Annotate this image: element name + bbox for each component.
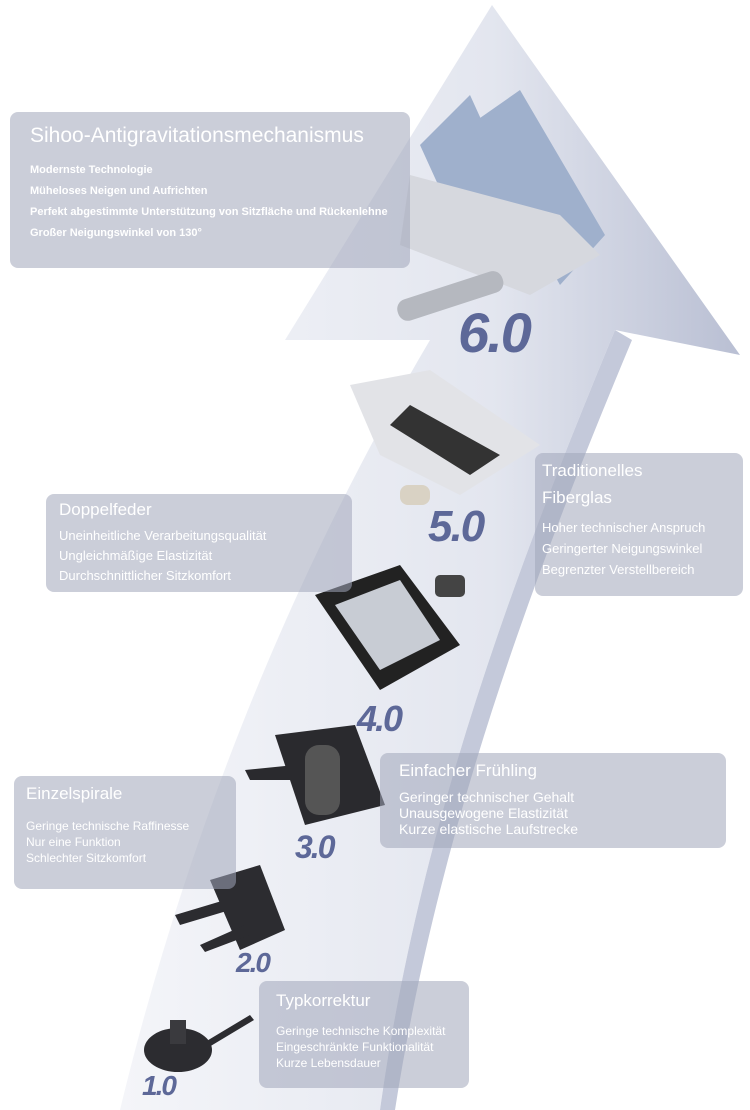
level-number: 2.0 — [236, 947, 271, 978]
feature-item: Durchschnittlicher Sitzkomfort — [59, 568, 231, 583]
basic-plate-mechanism-image — [144, 1015, 254, 1072]
level-card-4: Doppelfeder Uneinheitliche Verarbeitungs… — [46, 494, 352, 592]
feature-item: Schlechter Sitzkomfort — [26, 851, 147, 865]
single-spring-mechanism-image — [245, 725, 385, 825]
double-spring-mechanism-image — [315, 565, 465, 690]
level-number: 3.0 — [295, 829, 336, 865]
feature-item: Kurze elastische Laufstrecke — [399, 821, 578, 837]
card-title: Traditionelles Fiberglas — [542, 461, 643, 507]
feature-item: Hoher technischer Anspruch — [542, 520, 706, 535]
level-card-5: Traditionelles Fiberglas Hoher technisch… — [535, 453, 743, 596]
feature-item: Müheloses Neigen und Aufrichten — [30, 185, 208, 197]
feature-item: Nur eine Funktion — [26, 835, 121, 849]
feature-item: Eingeschränkte Funktionalität — [276, 1040, 434, 1054]
level-number: 6.0 — [458, 301, 532, 364]
feature-item: Uneinheitliche Verarbeitungsqualität — [59, 528, 267, 543]
card-title: Sihoo-Antigravitationsmechanismus — [30, 124, 364, 147]
feature-item: Perfekt abgestimmte Unterstützung von Si… — [30, 206, 388, 218]
feature-item: Großer Neigungswinkel von 130° — [30, 227, 202, 239]
level-number: 4.0 — [357, 698, 403, 739]
feature-item: Modernste Technologie — [30, 164, 153, 176]
card-title: Doppelfeder — [59, 500, 152, 519]
feature-item: Unausgewogene Elastizität — [399, 805, 568, 821]
fiberglass-mechanism-image — [350, 370, 540, 505]
feature-item: Geringe technische Komplexität — [276, 1024, 446, 1038]
level-card-6: Sihoo-Antigravitationsmechanismus Modern… — [10, 112, 410, 268]
feature-item: Kurze Lebensdauer — [276, 1056, 381, 1070]
feature-item: Geringerter Neigungswinkel — [542, 541, 703, 556]
level-number: 5.0 — [428, 502, 485, 551]
feature-item: Geringer technischer Gehalt — [399, 789, 575, 805]
antigravity-mechanism-image — [397, 90, 605, 321]
level-number: 1.0 — [142, 1070, 177, 1101]
feature-item: Geringe technische Raffinesse — [26, 819, 190, 833]
feature-item: Begrenzter Verstellbereich — [542, 562, 695, 577]
level-card-3: Einfacher Frühling Geringer technischer … — [380, 753, 726, 848]
feature-item: Ungleichmäßige Elastizität — [59, 548, 213, 563]
card-title: Einzelspirale — [26, 784, 123, 803]
card-title: Einfacher Frühling — [399, 761, 537, 780]
level-card-1: Typkorrektur Geringe technische Komplexi… — [259, 981, 469, 1088]
level-card-2: Einzelspirale Geringe technische Raffine… — [14, 776, 236, 889]
card-title: Typkorrektur — [276, 991, 371, 1010]
